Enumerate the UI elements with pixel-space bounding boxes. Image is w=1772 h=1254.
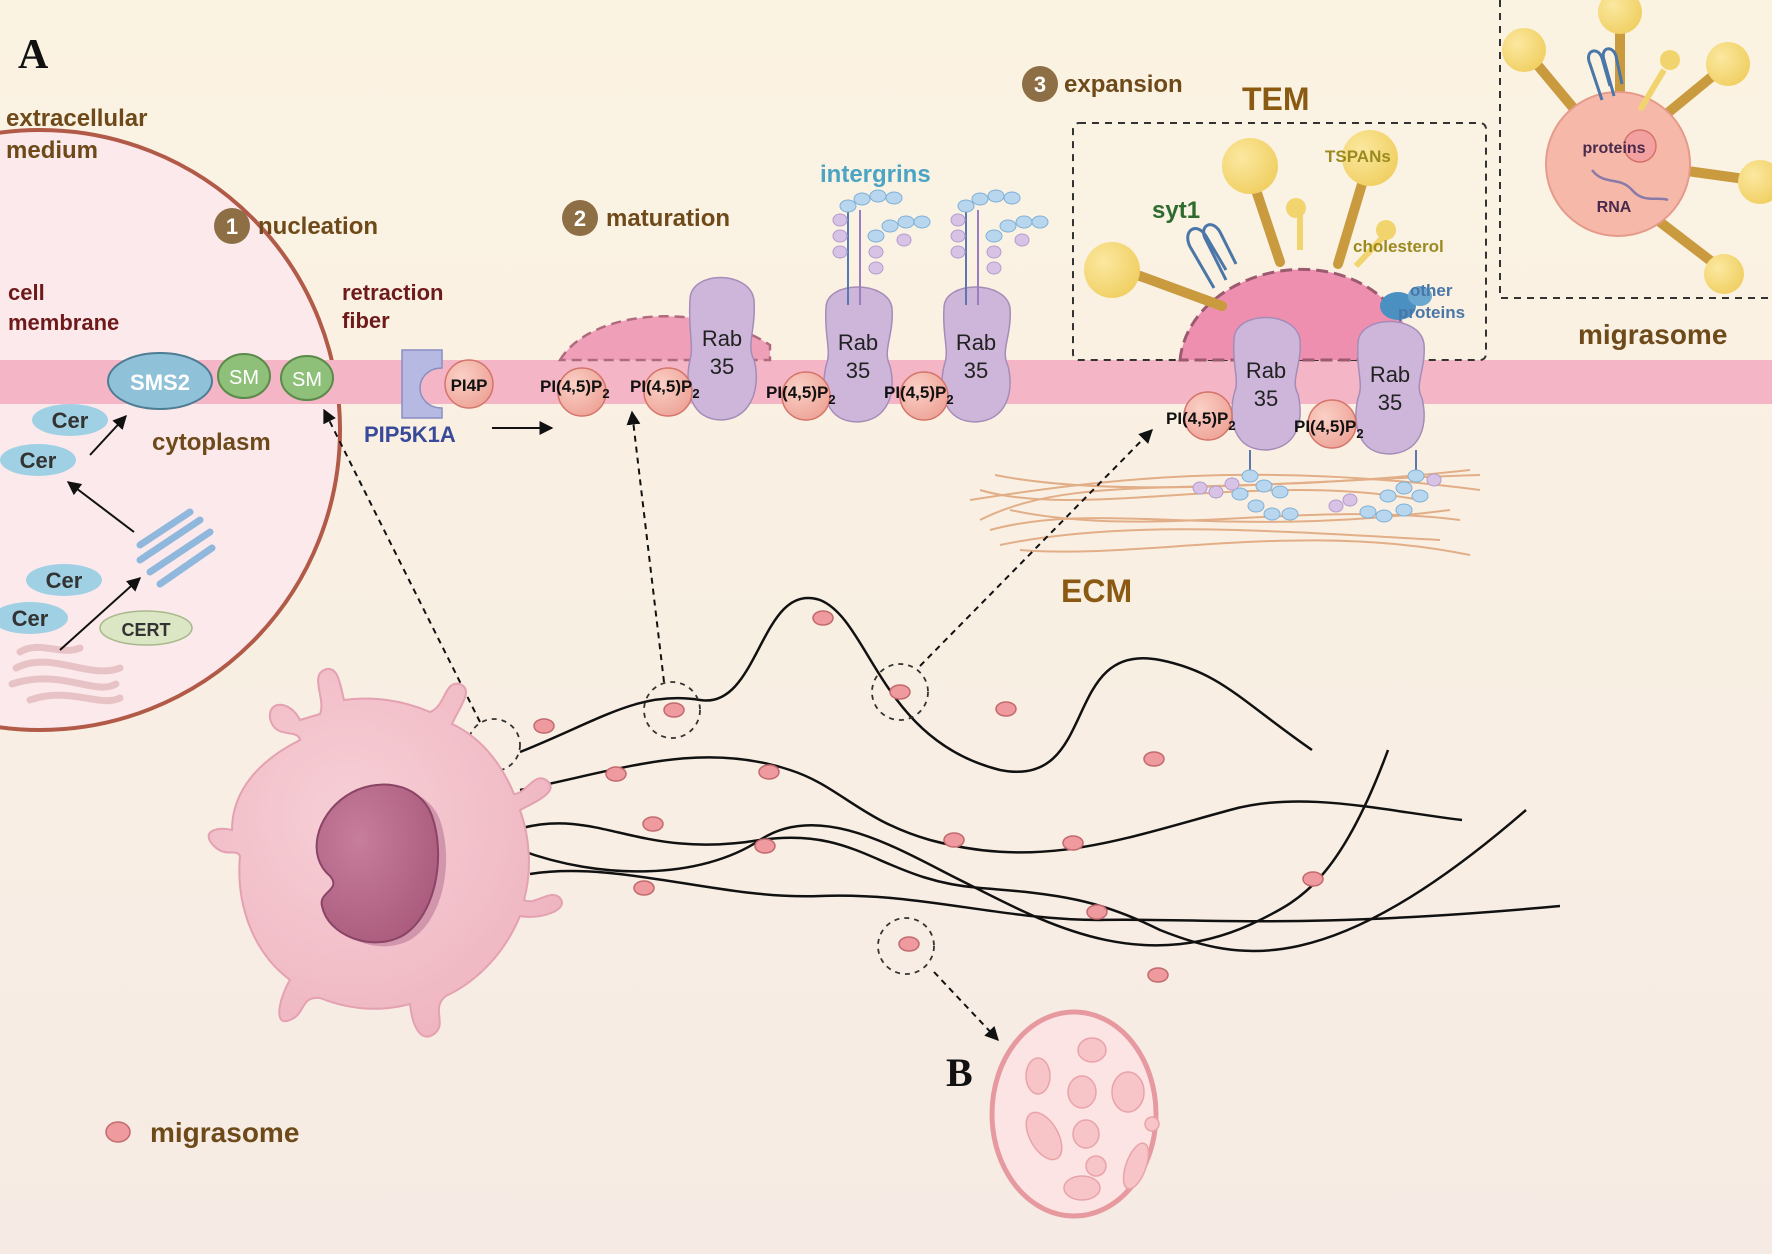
step-1-nucleation: 1 nucleation	[214, 208, 378, 244]
intergrins-title: intergrins	[820, 161, 931, 188]
retraction-fiber-label-2: fiber	[342, 308, 390, 333]
pip2-lipid-6: PI(4,5)P2	[1294, 399, 1364, 449]
sm-lipid-2: SM	[280, 355, 334, 401]
svg-text:PI4P: PI4P	[451, 376, 488, 395]
pip2-lipid-4: PI(4,5)P2	[884, 371, 954, 421]
pip2-lipid-3: PI(4,5)P2	[766, 371, 836, 421]
svg-text:SMS2: SMS2	[130, 370, 190, 395]
sms2-protein: SMS2	[107, 352, 213, 410]
extracellular-label: extracellular	[6, 105, 147, 132]
step-3-expansion: 3 expansion	[1022, 66, 1183, 102]
svg-text:SM: SM	[229, 367, 259, 389]
svg-text:1: 1	[226, 214, 238, 239]
other-proteins-icon-2	[1408, 286, 1432, 306]
svg-text:Cer: Cer	[46, 568, 83, 593]
svg-text:2: 2	[574, 206, 586, 231]
svg-text:PI(4,5)P2: PI(4,5)P2	[1166, 409, 1236, 433]
svg-text:PI(4,5)P2: PI(4,5)P2	[1294, 417, 1364, 441]
step-2-maturation: 2 maturation	[562, 200, 730, 236]
cert-protein: CERT	[99, 610, 193, 646]
svg-text:Rab: Rab	[702, 326, 742, 351]
svg-text:PI(4,5)P2: PI(4,5)P2	[766, 383, 836, 407]
svg-text:expansion: expansion	[1064, 71, 1183, 98]
svg-text:Cer: Cer	[12, 606, 49, 631]
svg-text:35: 35	[710, 354, 734, 379]
migrasome-dots	[533, 610, 1324, 983]
nucleus	[315, 783, 440, 944]
migrasome-proteins-label: proteins	[1582, 140, 1645, 157]
rab35-protein-5: Rab 35	[1355, 320, 1425, 455]
extracellular-label-2: medium	[6, 137, 98, 164]
svg-text:PI(4,5)P2: PI(4,5)P2	[540, 377, 610, 401]
tem-title: TEM	[1242, 81, 1310, 117]
svg-text:maturation: maturation	[606, 205, 730, 232]
cer-molecule-2: Cer	[0, 444, 76, 476]
pointer-arrows	[323, 408, 1153, 1042]
tspans-label: TSPANs	[1325, 147, 1391, 166]
svg-text:Rab: Rab	[1370, 362, 1410, 387]
ecm-fibers	[969, 469, 1481, 556]
cell-membrane-label-2: membrane	[8, 310, 119, 335]
rab35-protein-1: Rab 35	[687, 276, 757, 421]
er-icon	[8, 643, 124, 705]
rab35-protein-4: Rab 35	[1231, 316, 1301, 451]
svg-text:35: 35	[1378, 390, 1402, 415]
svg-text:35: 35	[1254, 386, 1278, 411]
synthesis-arrows	[59, 414, 142, 651]
tem-box	[1072, 122, 1487, 361]
cholesterol-label: cholesterol	[1353, 237, 1444, 256]
svg-text:PI(4,5)P2: PI(4,5)P2	[630, 377, 700, 401]
legend-migrasome-label: migrasome	[150, 1117, 299, 1148]
panel-label-b: B	[946, 1050, 973, 1095]
migrasome-title: migrasome	[1578, 319, 1727, 350]
integrins-maturation	[832, 189, 1049, 305]
legend-migrasome-dot	[105, 1121, 131, 1143]
migrating-cell	[207, 667, 563, 1038]
syt1-label: syt1	[1152, 197, 1200, 224]
golgi-icon	[136, 508, 216, 588]
pip2-lipid-1: PI(4,5)P2	[540, 367, 610, 417]
legend: migrasome	[105, 1117, 299, 1148]
cer-molecule-3: Cer	[26, 564, 102, 596]
svg-text:35: 35	[964, 358, 988, 383]
cell-membrane-label: cell	[8, 280, 45, 305]
svg-text:Rab: Rab	[1246, 358, 1286, 383]
svg-text:35: 35	[846, 358, 870, 383]
svg-text:PIP5K1A: PIP5K1A	[364, 422, 456, 447]
svg-text:Rab: Rab	[838, 330, 878, 355]
pip2-lipid-5: PI(4,5)P2	[1166, 391, 1236, 441]
svg-text:Cer: Cer	[52, 408, 89, 433]
tspans-tem	[1084, 130, 1398, 311]
migrasome-structure: proteins RNA	[1502, 0, 1772, 294]
svg-text:PI(4,5)P2: PI(4,5)P2	[884, 383, 954, 407]
cer-molecule-4: Cer	[0, 602, 68, 634]
svg-text:Rab: Rab	[956, 330, 996, 355]
pip5k1a-protein: PIP5K1A	[364, 349, 456, 447]
cer-molecule-1: Cer	[32, 404, 108, 436]
pi4p-lipid: PI4P	[444, 359, 494, 409]
svg-text:CERT: CERT	[122, 620, 171, 640]
integrins-tem	[1192, 450, 1442, 523]
pip2-lipid-2: PI(4,5)P2	[630, 367, 700, 417]
svg-text:Cer: Cer	[20, 448, 57, 473]
other-proteins-label-2: proteins	[1398, 303, 1465, 322]
sm-lipid-1: SM	[217, 353, 271, 399]
other-proteins-label: other	[1410, 281, 1453, 300]
svg-text:3: 3	[1034, 72, 1046, 97]
retraction-fiber-label: retraction	[342, 280, 443, 305]
svg-text:nucleation: nucleation	[258, 213, 378, 240]
migrasome-rna-label: RNA	[1597, 199, 1632, 216]
rab35-protein-2: Rab 35	[823, 286, 893, 423]
panel-label-a: A	[18, 32, 49, 78]
cytoplasm-label: cytoplasm	[152, 429, 271, 456]
svg-text:SM: SM	[292, 369, 322, 391]
rab35-protein-3: Rab 35	[941, 286, 1011, 423]
other-proteins-icon	[1380, 292, 1416, 320]
ecm-title: ECM	[1061, 573, 1132, 609]
migrasome-detail	[989, 1009, 1160, 1219]
syt1-protein	[1186, 223, 1238, 289]
